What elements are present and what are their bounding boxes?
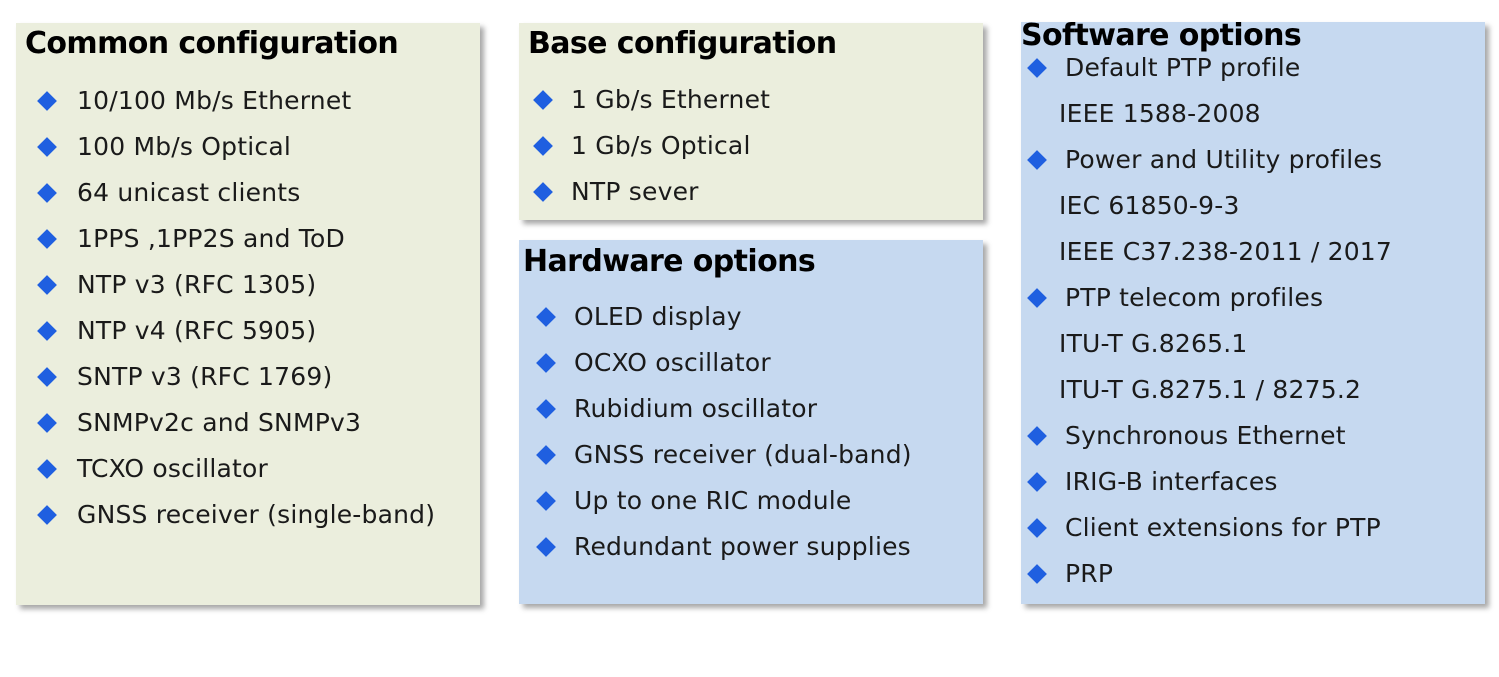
list-item: PRP — [1027, 559, 1392, 605]
list-item: Rubidium oscillator — [536, 394, 912, 440]
hardware-options-title: Hardware options — [523, 244, 816, 279]
diamond-bullet-icon — [536, 399, 556, 419]
diamond-bullet-icon — [37, 459, 57, 479]
list-item: 100 Mb/s Optical — [37, 132, 435, 178]
list-item-detail: IEEE 1588-2008 — [1059, 99, 1261, 128]
list-item: Up to one RIC module — [536, 486, 912, 532]
common-configuration-title: Common configuration — [25, 26, 399, 61]
list-item-detail: IEEE C37.238-2011 / 2017 — [1059, 237, 1393, 266]
list-item: NTP v4 (RFC 5905) — [37, 316, 435, 362]
diamond-bullet-icon — [1027, 426, 1047, 446]
diamond-bullet-icon — [536, 491, 556, 511]
diamond-bullet-icon — [37, 413, 57, 433]
list-item: NTP sever — [533, 177, 770, 223]
list-item: GNSS receiver (dual-band) — [536, 440, 912, 486]
diamond-bullet-icon — [37, 183, 57, 203]
list-item: OLED display — [536, 302, 912, 348]
diamond-bullet-icon — [37, 505, 57, 525]
list-item: Redundant power supplies — [536, 532, 912, 578]
diamond-bullet-icon — [1027, 564, 1047, 584]
list-item: 64 unicast clients — [37, 178, 435, 224]
diamond-bullet-icon — [37, 137, 57, 157]
software-options-list: Default PTP profile IEEE 1588-2008 Power… — [1027, 53, 1393, 605]
diamond-bullet-icon — [533, 182, 553, 202]
software-options-title: Software options — [1021, 18, 1302, 53]
list-item: IRIG-B interfaces — [1027, 467, 1392, 513]
diamond-bullet-icon — [37, 321, 57, 341]
list-item: Default PTP profile — [1027, 53, 1392, 99]
diamond-bullet-icon — [1027, 58, 1047, 78]
software-options-panel: Software options Default PTP profile IEE… — [1021, 18, 1485, 605]
hardware-options-panel: Hardware options OLED display OCXO oscil… — [519, 240, 983, 604]
diamond-bullet-icon — [536, 537, 556, 557]
list-item: SNTP v3 (RFC 1769) — [37, 362, 435, 408]
list-item: GNSS receiver (single-band) — [37, 500, 435, 546]
list-item-detail: IEC 61850-9-3 — [1059, 191, 1240, 220]
base-configuration-title: Base configuration — [528, 26, 837, 61]
list-item: OCXO oscillator — [536, 348, 912, 394]
diamond-bullet-icon — [37, 91, 57, 111]
common-configuration-panel: Common configuration 10/100 Mb/s Etherne… — [16, 23, 480, 605]
list-item: Power and Utility profiles — [1027, 145, 1392, 191]
list-item-detail: ITU-T G.8265.1 — [1059, 329, 1248, 358]
diamond-bullet-icon — [533, 90, 553, 110]
list-item: NTP v3 (RFC 1305) — [37, 270, 435, 316]
list-item: TCXO oscillator — [37, 454, 435, 500]
diamond-bullet-icon — [536, 445, 556, 465]
diamond-bullet-icon — [37, 229, 57, 249]
diamond-bullet-icon — [1027, 472, 1047, 492]
diamond-bullet-icon — [37, 367, 57, 387]
list-item: 1 Gb/s Ethernet — [533, 85, 770, 131]
common-configuration-list: 10/100 Mb/s Ethernet 100 Mb/s Optical 64… — [37, 86, 435, 546]
list-item: 10/100 Mb/s Ethernet — [37, 86, 435, 132]
diamond-bullet-icon — [37, 275, 57, 295]
diamond-bullet-icon — [536, 307, 556, 327]
list-item: 1 Gb/s Optical — [533, 131, 770, 177]
diamond-bullet-icon — [1027, 288, 1047, 308]
list-item: Client extensions for PTP — [1027, 513, 1392, 559]
list-item: Synchronous Ethernet — [1027, 421, 1392, 467]
diamond-bullet-icon — [1027, 150, 1047, 170]
list-item: PTP telecom profiles — [1027, 283, 1392, 329]
list-item: SNMPv2c and SNMPv3 — [37, 408, 435, 454]
diamond-bullet-icon — [1027, 518, 1047, 538]
list-item: 1PPS ,1PP2S and ToD — [37, 224, 435, 270]
base-configuration-list: 1 Gb/s Ethernet 1 Gb/s Optical NTP sever — [533, 85, 770, 223]
diamond-bullet-icon — [533, 136, 553, 156]
base-configuration-panel: Base configuration 1 Gb/s Ethernet 1 Gb/… — [519, 23, 983, 220]
hardware-options-list: OLED display OCXO oscillator Rubidium os… — [536, 302, 912, 578]
diamond-bullet-icon — [536, 353, 556, 373]
list-item-detail: ITU-T G.8275.1 / 8275.2 — [1059, 375, 1362, 404]
